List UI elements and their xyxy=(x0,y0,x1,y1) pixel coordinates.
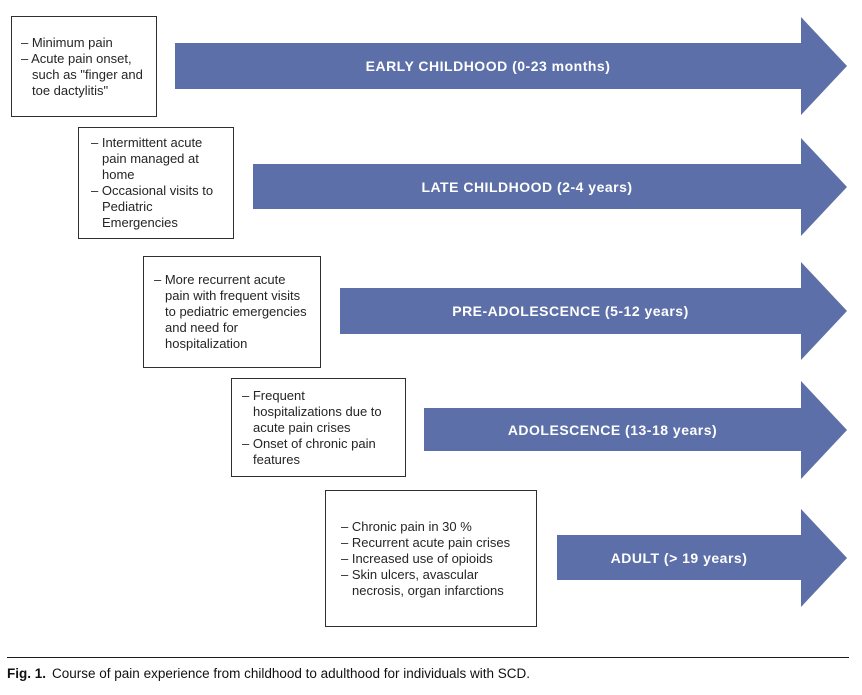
stage-label-pre-adolescence: PRE-ADOLESCENCE (5-12 years) xyxy=(452,303,689,319)
stage-label-adult: ADULT (> 19 years) xyxy=(610,549,748,566)
arrow-right-icon xyxy=(801,509,847,607)
timeline-arrow-pre-adolescence: PRE-ADOLESCENCE (5-12 years) xyxy=(340,288,801,334)
stage-note: – Onset of chronic pain features xyxy=(242,435,376,467)
stage-note: – Acute pain onset, such as "finger and … xyxy=(21,50,143,98)
figure-caption-text: Course of pain experience from childhood… xyxy=(52,666,531,681)
figure-caption-label: Fig. 1. xyxy=(7,666,47,681)
arrow-right-icon xyxy=(801,17,847,115)
stage-label-adolescence: ADOLESCENCE (13-18 years) xyxy=(507,421,718,438)
stage-notes-box-pre-adolescence: – More recurrent acute pain with frequen… xyxy=(143,256,321,368)
caption-divider xyxy=(7,657,849,658)
timeline-arrow-late-childhood: LATE CHILDHOOD (2-4 years) xyxy=(253,164,801,209)
timeline-arrow-early-childhood: EARLY CHILDHOOD (0-23 months) xyxy=(175,43,801,89)
arrow-right-icon xyxy=(801,381,847,479)
stage-note: – Occasional visits to Pediatric Emergen… xyxy=(91,183,214,230)
stage-note: – Chronic pain in 30 % xyxy=(341,518,472,534)
timeline-arrow-adult: ADULT (> 19 years) xyxy=(557,535,801,580)
stage-label-early-childhood: EARLY CHILDHOOD (0-23 months) xyxy=(365,58,611,74)
stage-note: – Intermittent acute pain managed at hom… xyxy=(91,135,203,182)
stage-label-late-childhood: LATE CHILDHOOD (2-4 years) xyxy=(421,178,633,195)
stage-note: – Skin ulcers, avascular necrosis, organ… xyxy=(341,566,504,598)
stage-notes-box-adolescence: – Frequent hospitalizations due to acute… xyxy=(231,378,406,477)
stage-note: – Minimum pain xyxy=(21,34,113,50)
stage-note: – Increased use of opioids xyxy=(341,550,493,566)
arrow-right-icon xyxy=(801,262,847,360)
stage-note: – More recurrent acute pain with frequen… xyxy=(154,272,307,351)
stage-note: – Recurrent acute pain crises xyxy=(341,534,511,550)
figure-caption: Fig. 1. Course of pain experience from ch… xyxy=(7,665,852,682)
timeline-arrow-adolescence: ADOLESCENCE (13-18 years) xyxy=(424,408,801,451)
stage-notes-box-adult: – Chronic pain in 30 % – Recurrent acute… xyxy=(325,490,537,627)
stage-notes-box-early-childhood: – Minimum pain – Acute pain onset, such … xyxy=(11,16,157,117)
arrow-right-icon xyxy=(801,138,847,236)
stage-notes-box-late-childhood: – Intermittent acute pain managed at hom… xyxy=(78,127,234,239)
stage-note: – Frequent hospitalizations due to acute… xyxy=(242,387,382,435)
